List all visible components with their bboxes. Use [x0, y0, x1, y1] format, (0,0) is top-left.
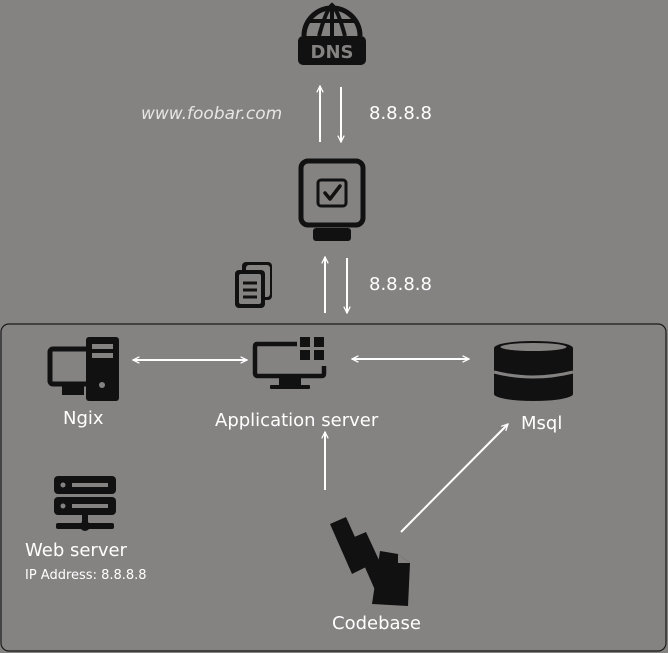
mysql-label: Msql	[521, 413, 563, 434]
app-server-monitor-icon	[252, 337, 327, 389]
ip-address-label: IP Address: 8.8.8.8	[25, 568, 147, 583]
arrow-codebase-db	[400, 424, 508, 533]
dns-ip-label: 8.8.8.8	[369, 103, 432, 124]
documents-icon	[235, 262, 272, 308]
dns-icon-label: DNS	[311, 42, 354, 63]
desktop-tower-icon	[47, 337, 119, 401]
codebase-pages-icon	[330, 517, 410, 606]
monitor-check-icon	[298, 158, 366, 241]
server-boundary-box	[0, 323, 667, 652]
server-rack-icon	[54, 476, 116, 531]
server-ip-label: 8.8.8.8	[369, 274, 432, 295]
domain-label: www.foobar.com	[141, 104, 283, 124]
web-server-label: Web server	[25, 540, 127, 561]
codebase-label: Codebase	[332, 613, 421, 634]
nginx-label: Ngix	[63, 408, 104, 429]
app-server-label: Application server	[215, 410, 379, 431]
dns-globe-icon: DNS	[298, 2, 366, 65]
database-icon	[493, 341, 574, 401]
